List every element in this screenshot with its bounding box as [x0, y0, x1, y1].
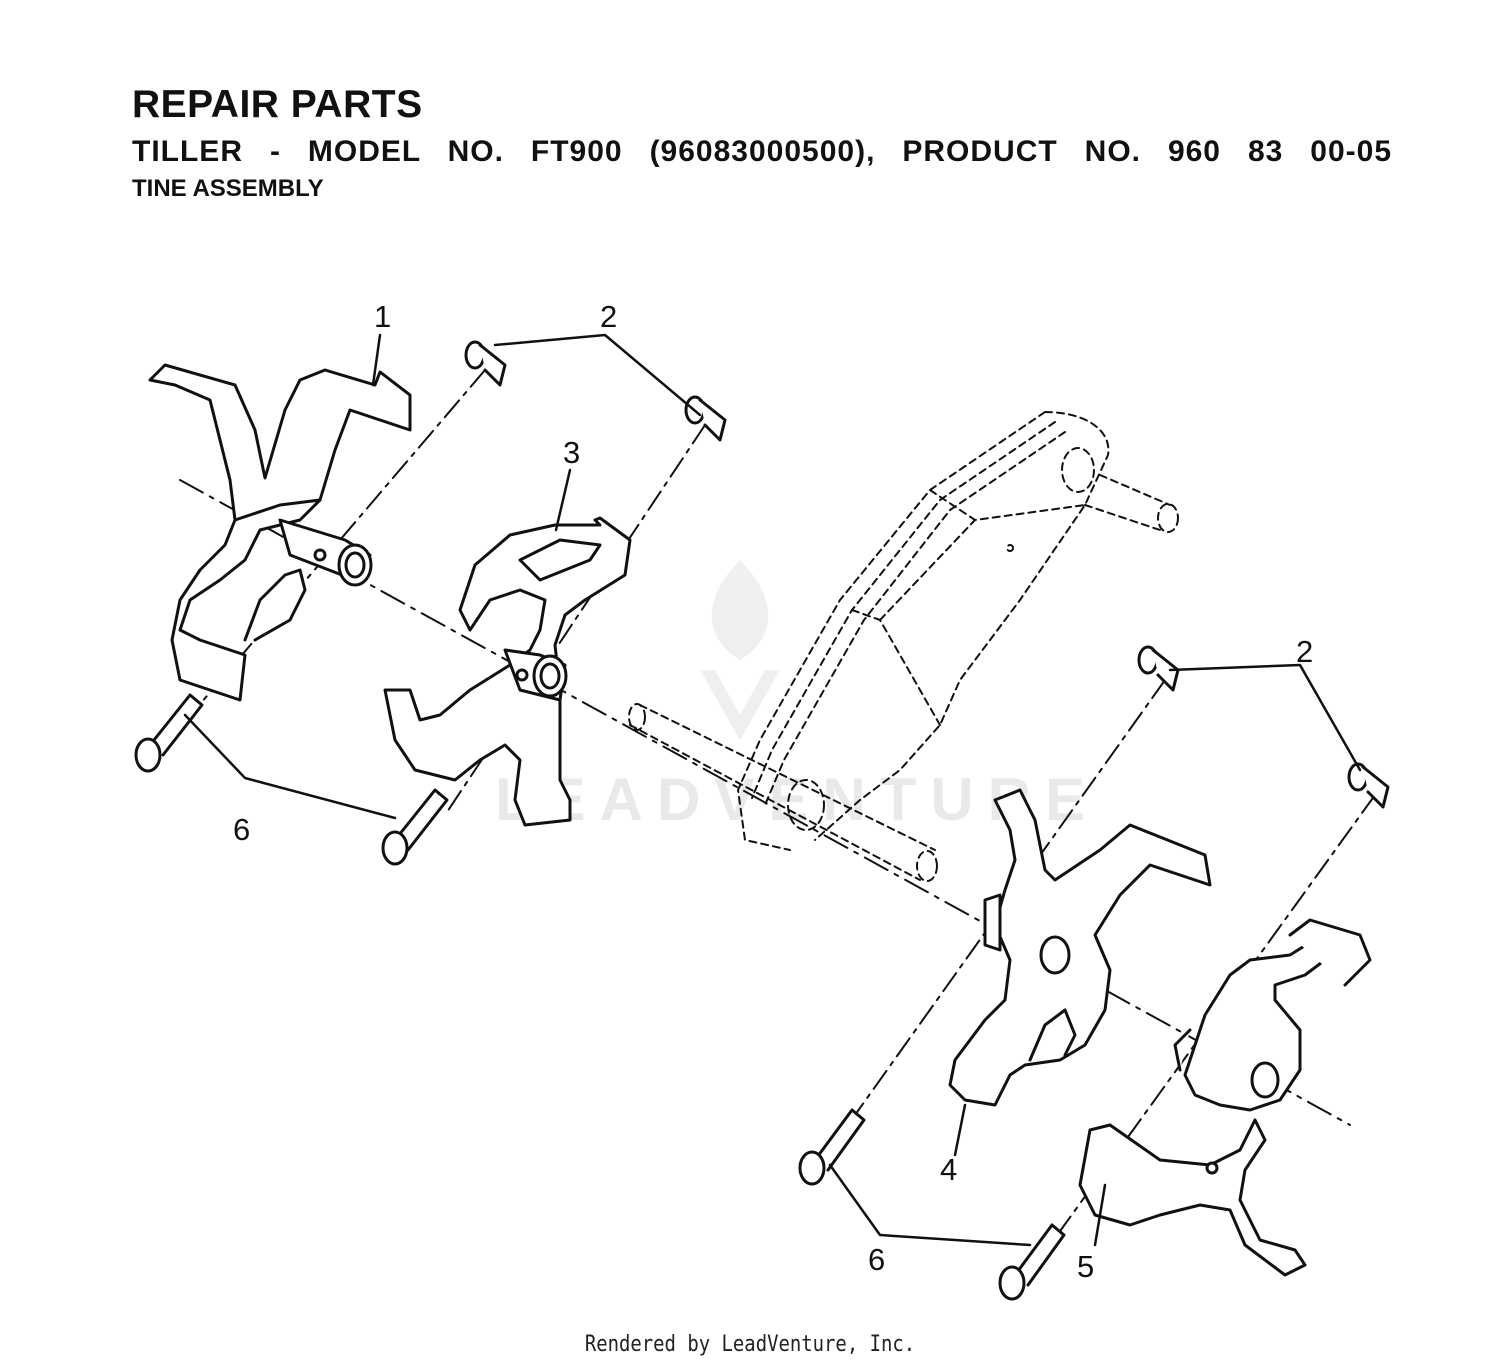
part-2-hairpin-clip — [1347, 762, 1390, 809]
part-2-hairpin-clip — [464, 340, 507, 387]
section-title: TINE ASSEMBLY — [132, 175, 324, 202]
part-3-left-inner-tine — [383, 516, 632, 827]
part-6-clevis-pin — [134, 693, 204, 773]
watermark-text: LEADVENTURE — [495, 766, 1099, 833]
callout-6-right: 6 — [868, 1242, 885, 1277]
part-6-clevis-pin — [381, 788, 449, 866]
watermark-v-icon — [700, 670, 780, 740]
model-subtitle: TILLER - MODEL NO. FT900 (96083000500), … — [132, 135, 1392, 168]
part-1-left-outer-tine — [148, 363, 412, 702]
part-4-right-inner-tine — [948, 788, 1212, 1107]
callout-2-top: 2 — [600, 299, 617, 334]
callout-1: 1 — [374, 299, 391, 334]
callout-6-left: 6 — [233, 812, 250, 847]
leader-lines — [183, 333, 1362, 1247]
leadventure-watermark: LEADVENTURE — [495, 560, 1099, 833]
page-header: REPAIR PARTS TILLER - MODEL NO. FT900 (9… — [132, 82, 1392, 204]
callout-4: 4 — [940, 1152, 957, 1187]
part-6-clevis-pin — [798, 1108, 866, 1186]
callout-3: 3 — [563, 435, 580, 470]
page-title: REPAIR PARTS — [132, 83, 423, 126]
callout-2-right: 2 — [1296, 634, 1313, 669]
watermark-flame-icon — [711, 560, 769, 660]
transmission-housing-phantom — [628, 411, 1179, 882]
part-5-right-outer-tine — [1078, 918, 1372, 1277]
callout-5: 5 — [1077, 1249, 1094, 1284]
pin-centerline — [854, 679, 1166, 1116]
part-2-hairpin-clip — [684, 395, 727, 442]
part-2-hairpin-clip — [1137, 645, 1180, 692]
footer-credit: Rendered by LeadVenture, Inc. — [584, 1332, 916, 1357]
part-6-clevis-pin — [998, 1223, 1066, 1301]
